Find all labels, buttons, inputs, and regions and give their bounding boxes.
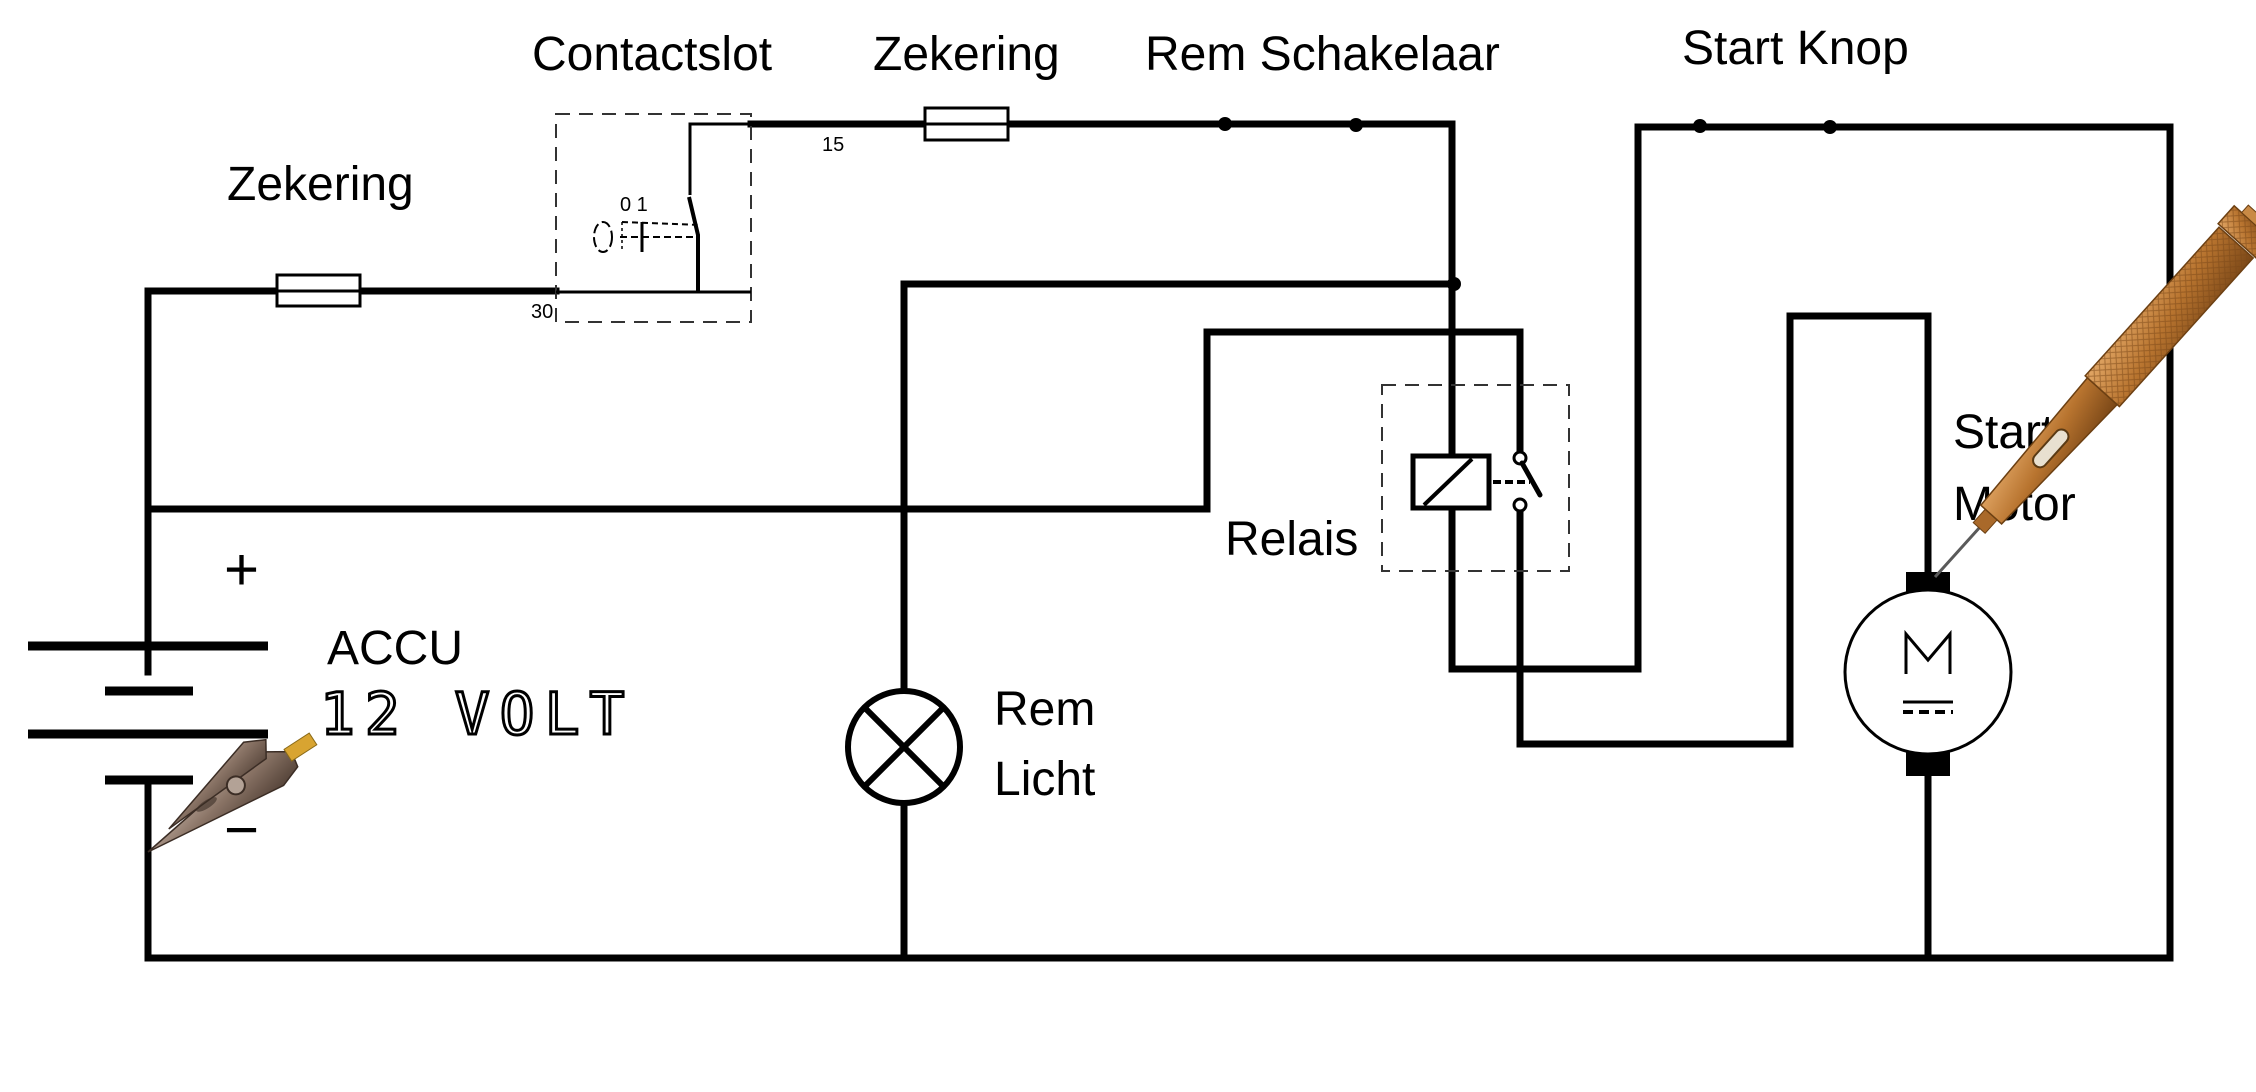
fuse-top[interactable] (923, 106, 1010, 142)
relay[interactable] (1381, 384, 1570, 572)
wire-ignition-15 (747, 120, 2174, 962)
fuse-top-label: Zekering (873, 28, 1060, 81)
start-button-label: Start Knop (1682, 22, 1909, 75)
brake-switch-label: Rem Schakelaar (1145, 28, 1500, 81)
starter-motor[interactable] (1843, 572, 2013, 776)
fuse-left-label: Zekering (227, 158, 414, 211)
ignition-positions-label: 0 1 (620, 194, 648, 216)
battery-voltage-label: 12 VOLT (320, 680, 634, 748)
relay-label: Relais (1225, 513, 1358, 566)
battery-label: ACCU (327, 622, 463, 675)
fuse-left[interactable] (275, 273, 362, 308)
test-lamp-probe[interactable] (1916, 198, 2256, 594)
terminal-30-label: 30 (531, 301, 553, 323)
ignition-switch[interactable] (555, 113, 752, 323)
brake-switch[interactable] (1218, 117, 1363, 132)
junction-dot (1447, 277, 1461, 291)
battery[interactable] (28, 641, 268, 900)
wire-main-power (144, 328, 1524, 513)
wire-battery-positive (144, 287, 560, 634)
battery-plus-sign: + (224, 536, 259, 603)
brake-light[interactable] (845, 688, 963, 806)
wire-ground-bus (144, 836, 2174, 962)
alligator-clip[interactable] (126, 710, 325, 868)
wire-brake-light-feed (900, 280, 1456, 694)
terminal-15-label: 15 (822, 134, 844, 156)
brake-light-label-line1: Rem (994, 683, 1095, 736)
wires (144, 120, 2174, 962)
wire-relay-to-motor (1516, 312, 1932, 748)
ignition-label: Contactslot (532, 28, 772, 81)
brake-light-label-line2: Licht (994, 753, 1095, 806)
start-button[interactable] (1693, 119, 1837, 134)
